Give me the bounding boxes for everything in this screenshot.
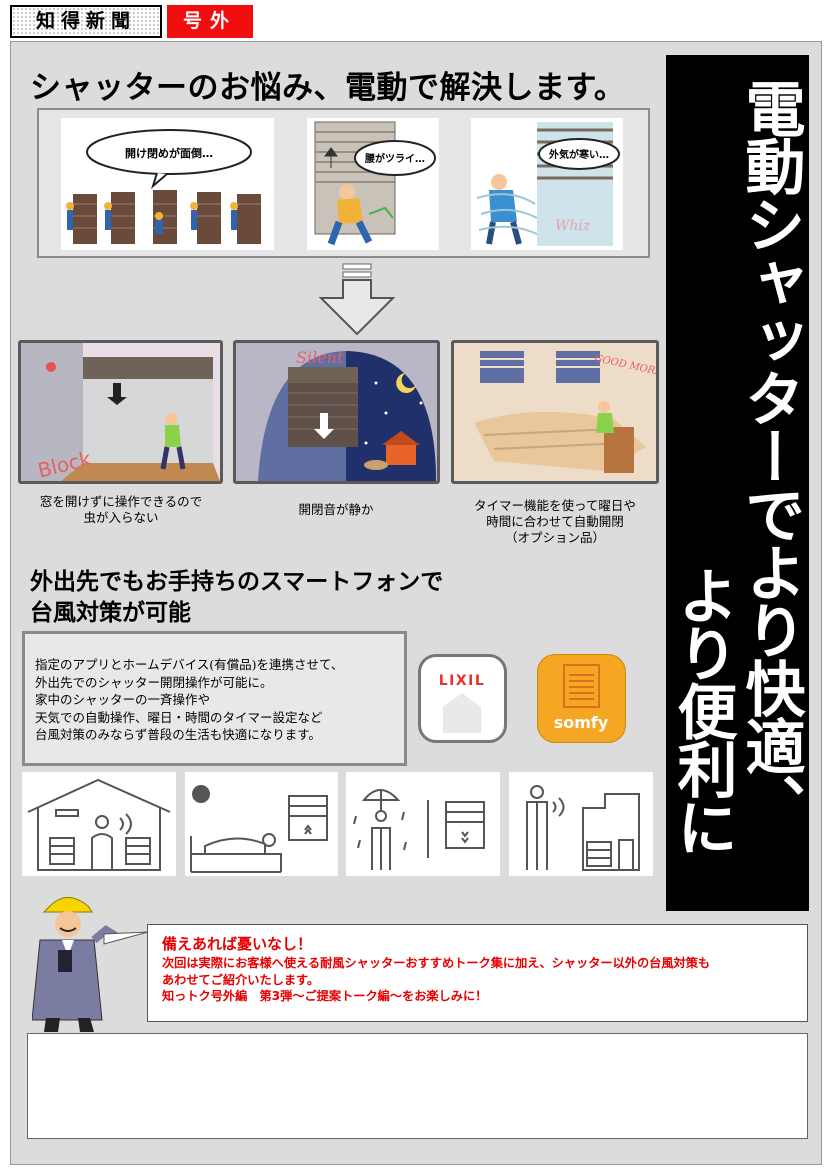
down-arrow-icon xyxy=(318,263,396,336)
problems-illustrations: 開け閉めが面倒… xyxy=(37,108,650,258)
bubble-text-2: 腰がツライ… xyxy=(364,152,425,165)
benefit-caption-3: タイマー機能を使って曜日や 時間に合わせて自動開閉 （オプション品） xyxy=(474,498,636,545)
somfy-app-logo: somfy xyxy=(537,654,626,743)
notice-body-line-3: 知っトク号外編 第3弾～ご提案トーク編～をお楽しみに！ xyxy=(162,989,488,1003)
notice-title: 備えあれば憂いなし！ xyxy=(162,935,313,953)
bubble-text-1: 開け閉めが面倒… xyxy=(125,146,213,160)
problem-illustration-2: 腰がツライ… xyxy=(307,118,439,250)
illustration-rain xyxy=(346,772,500,876)
problems-heading: シャッターのお悩み、電動で解決します。 xyxy=(30,70,626,106)
good-morning-illustration: GOOD MORNING xyxy=(454,343,656,481)
bubble-text-3: 外気が寒い… xyxy=(548,148,609,161)
people-opening-shutters-illustration: 開け閉めが面倒… xyxy=(66,129,261,244)
problem-illustration-1: 開け閉めが面倒… xyxy=(61,118,274,250)
extra-edition-label: 号外 xyxy=(167,5,253,38)
vertical-banner xyxy=(666,55,809,911)
backache-shutter-illustration: 腰がツライ… xyxy=(314,121,436,246)
smartphone-heading: 外出先でもお手持ちのスマートフォンで 台風対策が可能 xyxy=(30,569,444,626)
remote-control-icon xyxy=(526,785,640,871)
problem-illustration-3: 外気が寒い… Whiz xyxy=(471,118,623,250)
silent-night-illustration: Silent xyxy=(236,343,437,481)
smartphone-description: 指定のアプリとホームデバイス(有償品)を連携させて、 外出先でのシャッター開閉操… xyxy=(22,631,407,766)
benefit-panel-2: Silent xyxy=(233,340,440,484)
lixil-logo-text: LIXIL xyxy=(439,673,486,689)
banner-line-1: 電動シャッターでより快適、 xyxy=(735,78,805,832)
notice-body-line-2: あわせてご紹介いたします。 xyxy=(162,972,320,987)
benefit-caption-1: 窓を開けずに操作できるので 虫が入らない xyxy=(39,494,203,525)
panel-word-2: Silent xyxy=(296,348,344,367)
rain-umbrella-icon xyxy=(353,789,485,870)
blank-notes-box xyxy=(27,1033,808,1139)
house-control-icon xyxy=(27,778,171,871)
svg-text:Whiz: Whiz xyxy=(555,218,591,234)
bug-block-illustration: Block xyxy=(21,343,220,481)
benefit-panel-3: GOOD MORNING xyxy=(451,340,659,484)
bedroom-timer-icon xyxy=(190,785,328,873)
benefit-caption-2: 開閉音が静か xyxy=(298,502,374,517)
illustration-house-smartphone xyxy=(22,772,176,876)
notice-box: 備えあれば憂いなし！ 次回は実際にお客様へ使える耐風シャッターおすすめトーク集に… xyxy=(147,924,808,1022)
cold-air-shutter-illustration: 外気が寒い… Whiz xyxy=(476,122,620,246)
masthead: 知得新聞 xyxy=(10,5,162,38)
banner-line-2: より便利に xyxy=(667,565,737,855)
illustration-outside-control xyxy=(509,772,653,876)
illustration-bed-timer xyxy=(185,772,338,876)
presenter-person-icon xyxy=(32,897,149,1032)
somfy-logo-text: somfy xyxy=(554,713,609,732)
lixil-app-logo: LIXIL xyxy=(418,654,507,743)
notice-body-line-1: 次回は実際にお客様へ使える耐風シャッターおすすめトーク集に加え、シャッター以外の… xyxy=(162,956,711,970)
benefit-panel-1: Block xyxy=(18,340,223,484)
